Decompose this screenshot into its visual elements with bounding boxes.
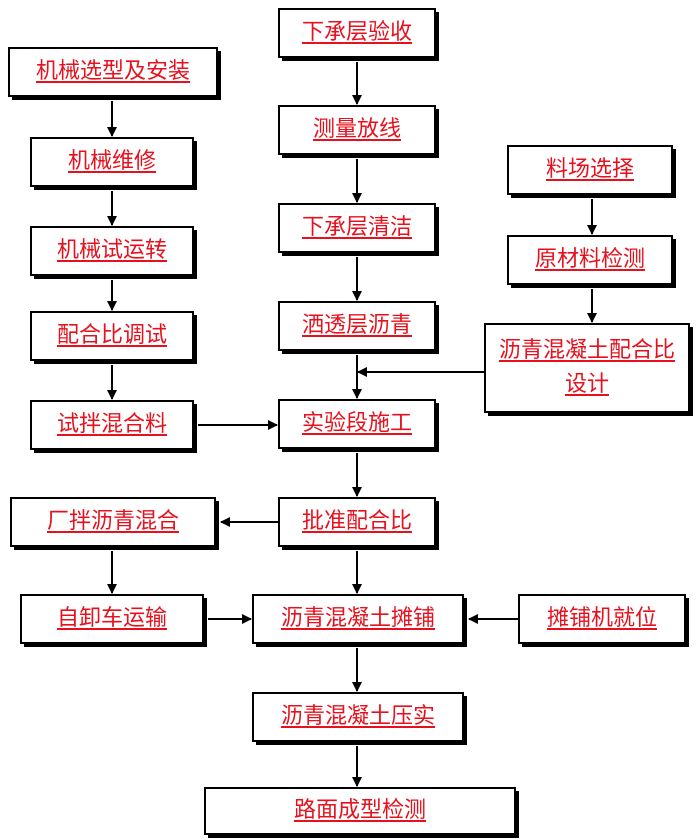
node-machine-maintenance: 机械维修 — [30, 137, 197, 190]
node-asphalt-paving: 沥青混凝土摊铺 — [252, 594, 467, 647]
node-asphalt-compaction: 沥青混凝土压实 — [252, 692, 467, 745]
node-underlying-cleaning: 下承层清洁 — [278, 203, 439, 256]
node-plant-mixing: 厂拌沥青混合 — [10, 497, 219, 550]
node-truck-transport: 自卸车运输 — [20, 594, 207, 647]
node-trial-section: 实验段施工 — [278, 399, 439, 452]
node-machine-trial-run: 机械试运转 — [30, 226, 197, 279]
